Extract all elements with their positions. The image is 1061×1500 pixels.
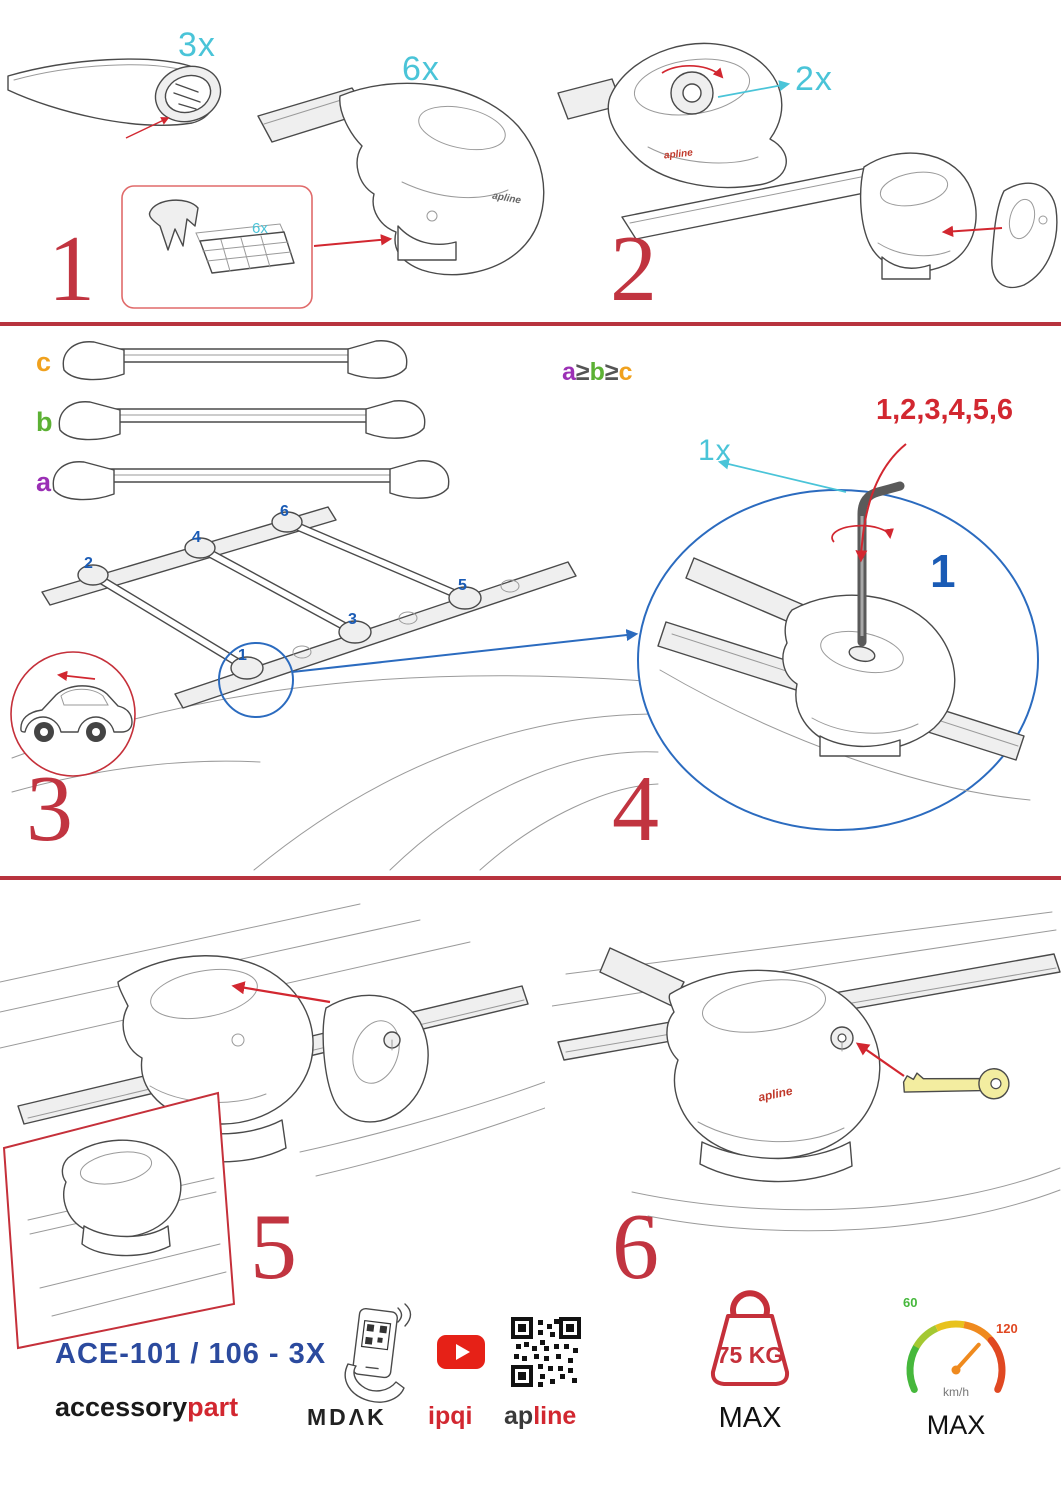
step-number-3: 3	[26, 757, 73, 861]
youtube-play-icon	[437, 1335, 485, 1369]
bar-qty-label: 3x	[178, 26, 216, 64]
driving-direction-arrow	[56, 670, 96, 681]
qty-callout-arrow	[717, 80, 791, 98]
phone-qr-scan-icon	[344, 1303, 412, 1403]
roof-mounting-illustration	[11, 506, 659, 871]
step1-illustration	[7, 58, 545, 309]
section-divider-1	[0, 322, 1061, 326]
step2-illustration	[557, 42, 1058, 289]
crossbar-drawing	[7, 58, 222, 126]
max-load-weight-icon	[710, 1290, 790, 1386]
step-number-1: 1	[48, 217, 95, 321]
rule-a: a	[562, 358, 576, 386]
step-number-6: 6	[612, 1195, 659, 1299]
feet-positions	[77, 511, 520, 680]
key-rotation-arrow	[831, 524, 894, 543]
endcap-insert-arrow	[941, 225, 1003, 238]
cover-close-arrow	[231, 981, 331, 1004]
max-speed-gauge-icon	[906, 1320, 1006, 1393]
bar-label-c: c	[36, 347, 52, 377]
pad-inset	[121, 185, 313, 309]
bar-a-drawing	[52, 460, 450, 501]
rule-b: b	[589, 358, 605, 386]
zoom-link-arrow	[291, 629, 639, 673]
apline-logo-red: line	[533, 1402, 577, 1430]
bar-label-a: a	[36, 467, 52, 497]
speed-high-label: 120	[996, 1321, 1018, 1336]
section-divider-2	[0, 876, 1061, 880]
knob-qty-label: 2x	[795, 60, 833, 98]
position-number-4: 4	[192, 529, 201, 546]
speed-unit-label: km/h	[942, 1385, 969, 1399]
foot-qty-label: 6x	[402, 50, 440, 88]
cover-lever-drawing	[322, 994, 429, 1123]
key-insert-arrow	[855, 1042, 905, 1077]
tightening-sequence: 1,2,3,4,5,6	[876, 394, 1014, 426]
brand-wordmark-black: accessory	[55, 1392, 188, 1422]
hand-shape	[344, 1363, 405, 1403]
car-direction-inset	[10, 651, 136, 777]
knob-rotation-arrow	[661, 64, 724, 79]
bar-end-arrow	[125, 117, 170, 139]
max-weight-label: MAX	[718, 1402, 782, 1434]
position-number-3: 3	[348, 611, 357, 628]
foot-lock-drawing	[666, 969, 881, 1183]
step-number-5: 5	[250, 1195, 297, 1299]
step4-zoom-illustration	[637, 443, 1039, 831]
bar-c-drawing	[62, 340, 408, 381]
step6-illustration	[552, 911, 1061, 1232]
position-number-6: 6	[280, 503, 289, 520]
step-number-2: 2	[610, 217, 657, 321]
key-icon	[902, 1068, 1010, 1100]
mdak-logo: MDΛK	[307, 1404, 387, 1430]
sequence-arrow	[855, 443, 907, 563]
position-number-5: 5	[458, 577, 467, 594]
bar-sizes-illustration	[52, 340, 450, 501]
qr-code-icon	[511, 1317, 581, 1387]
max-weight-value: 75 KG	[716, 1342, 784, 1368]
bar-label-b: b	[36, 407, 53, 437]
foot-drawing	[257, 82, 545, 276]
max-speed-label: MAX	[926, 1410, 986, 1440]
bar-endcap-assembly	[621, 152, 1058, 289]
brand-wordmark: accessorypart	[55, 1394, 238, 1421]
model-number: ACE-101 / 106 - 3X	[55, 1338, 327, 1370]
roof-rail-right	[174, 561, 577, 709]
key-qty-callout-arrow	[717, 458, 847, 493]
ipqi-logo: ipqi	[428, 1402, 473, 1430]
apline-logo-black: ap	[504, 1402, 534, 1430]
apline-logo: apline	[504, 1404, 576, 1429]
gauge-needle	[954, 1342, 981, 1372]
bar-b-drawing	[58, 400, 426, 441]
crossbar-2	[197, 544, 358, 636]
position-number-2: 2	[84, 555, 93, 572]
locked-inset	[2, 1091, 236, 1350]
brand-wordmark-red: part	[187, 1392, 239, 1422]
roof-rail-left	[41, 506, 337, 606]
rule-op2: ≥	[604, 358, 619, 386]
position1-highlight-circle	[218, 642, 294, 718]
pad-install-arrow	[313, 234, 393, 247]
sequence-first-number: 1	[930, 545, 956, 597]
pad-qty-label: 6x	[252, 220, 268, 237]
speed-low-label: 60	[903, 1295, 918, 1310]
crossbar-3	[284, 518, 468, 602]
key-qty-label: 1x	[698, 434, 732, 467]
rule-op1: ≥	[575, 358, 590, 386]
position-number-1: 1	[238, 647, 247, 664]
foot-closeup	[782, 594, 956, 757]
foot-knob-drawing	[557, 42, 787, 189]
step-number-4: 4	[612, 757, 659, 861]
rule-c: c	[618, 358, 633, 386]
step5-illustration	[0, 903, 545, 1350]
size-rule: a≥b≥c	[562, 360, 633, 385]
